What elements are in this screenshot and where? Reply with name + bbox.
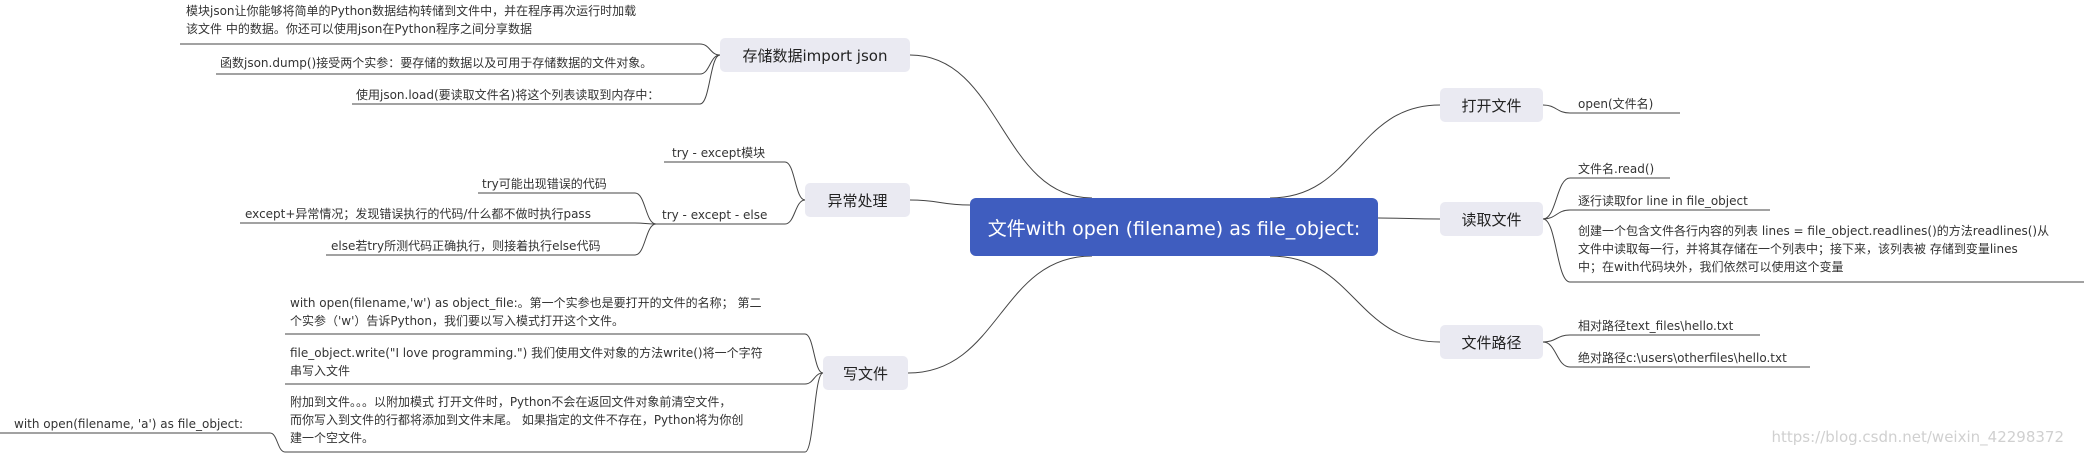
edge-tee-2 (634, 222, 657, 225)
topic-file-path[interactable]: 文件路径 (1440, 325, 1543, 359)
edge-root-store (909, 54, 1093, 199)
leaf-append-example: with open(filename, 'a') as file_object: (14, 417, 244, 431)
leaf-json-module: 模块json让你能够将简单的Python数据结构转储到文件中，并在程序再次运行时… (186, 4, 637, 36)
edge-path-1 (1542, 334, 1571, 343)
edge-root-path (1269, 255, 1441, 343)
leaf-append-mode: 附加到文件。。。以附加模式 打开文件时，Python不会在返回文件对象前清空文件… (290, 395, 744, 445)
edge-root-read (1377, 217, 1441, 220)
edge-write-1 (804, 333, 824, 374)
topic-exception-handling[interactable]: 异常处理 (805, 183, 910, 217)
edge-write-3 (804, 372, 824, 453)
edge-exc-2 (784, 199, 806, 225)
edge-store-1 (699, 43, 721, 56)
edge-root-exception (909, 199, 971, 206)
edge-tee-1 (634, 192, 657, 225)
leaf-write-mode: with open(filename,'w') as object_file:。… (290, 296, 762, 328)
edge-append-example (269, 432, 286, 453)
edge-path-2 (1542, 341, 1571, 368)
leaf-try-except: try - except模块 (672, 146, 766, 160)
edge-read-2 (1542, 209, 1571, 220)
edge-write-2 (804, 372, 824, 385)
leaf-else: else若try所测代码正确执行，则接着执行else代码 (331, 239, 601, 253)
leaf-write-method: file_object.write("I love programming.")… (290, 346, 763, 378)
edge-exc-1 (784, 161, 806, 201)
leaf-json-load: 使用json.load(要读取文件名)将这个列表读取到内存中： (356, 88, 660, 102)
edge-tee-3 (634, 223, 657, 256)
leaf-except: except+异常情况；发现错误执行的代码/什么都不做时执行pass (245, 207, 591, 221)
watermark: https://blog.csdn.net/weixin_42298372 (1771, 428, 2064, 446)
topic-read-file[interactable]: 读取文件 (1440, 202, 1543, 236)
leaf-try-except-else: try - except - else (662, 208, 768, 222)
leaf-json-dump: 函数json.dump()接受两个实参：要存储的数据以及可用于存储数据的文件对象… (220, 56, 653, 70)
topic-store-data[interactable]: 存储数据import json (720, 38, 910, 72)
leaf-readlines: 创建一个包含文件各行内容的列表 lines = file_object.read… (1578, 224, 2050, 274)
root-node[interactable]: 文件with open (filename) as file_object: (970, 198, 1378, 256)
leaf-try-code: try可能出现错误的代码 (482, 177, 607, 191)
leaf-open-func: open(文件名) (1578, 97, 1654, 111)
topic-open-file[interactable]: 打开文件 (1440, 88, 1543, 122)
edge-store-2 (699, 54, 721, 75)
edge-root-write (907, 255, 1093, 374)
topic-write-file[interactable]: 写文件 (823, 356, 908, 390)
leaf-relative-path: 相对路径text_files\hello.txt (1578, 319, 1734, 333)
edge-read-1 (1542, 177, 1571, 220)
leaf-absolute-path: 绝对路径c:\users\otherfiles\hello.txt (1578, 351, 1787, 365)
edge-store-3 (699, 54, 721, 105)
edge-open-1 (1542, 104, 1571, 114)
edge-read-3 (1542, 218, 1571, 283)
leaf-read-lines-loop: 逐行读取for line in file_object (1578, 194, 1748, 208)
leaf-read-method: 文件名.read() (1578, 162, 1655, 176)
edge-root-open (1269, 104, 1441, 199)
